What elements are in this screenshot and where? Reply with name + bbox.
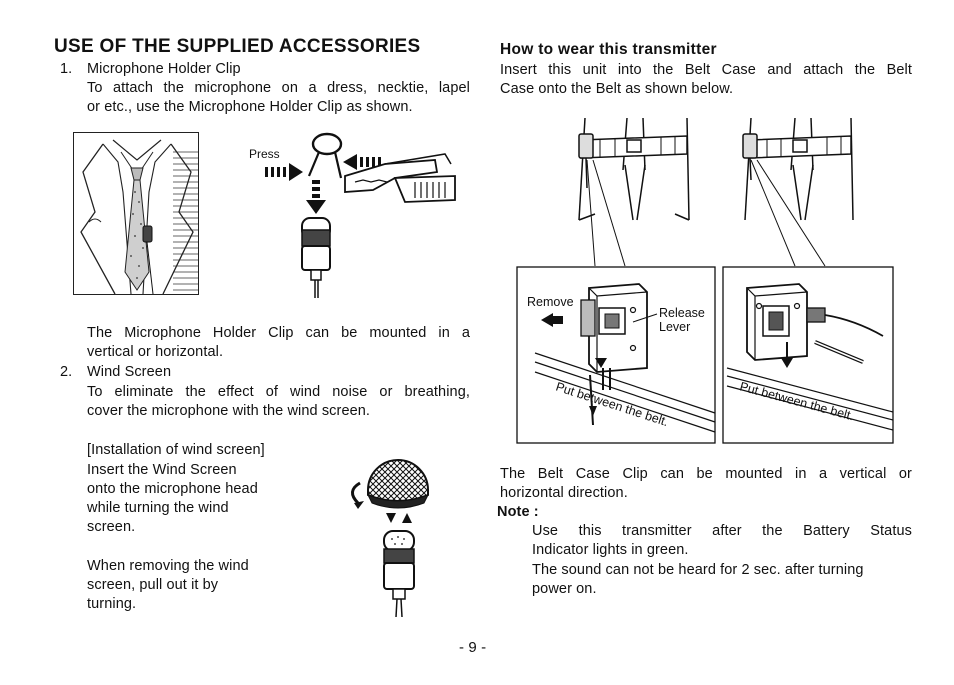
press-label: Press (249, 147, 280, 161)
wear-intro-line: Case onto the Belt as shown below. (500, 81, 734, 97)
belt-clip-line: horizontal direction. (500, 485, 628, 501)
suit-lapel-illustration (73, 132, 199, 295)
install-line: onto the microphone head (87, 481, 258, 497)
item-1-after-line: The Microphone Holder Clip can be mounte… (87, 325, 470, 341)
wear-intro-line: Insert this unit into the Belt Case and … (500, 62, 912, 78)
note-line: Use this transmitter after the Battery S… (532, 523, 912, 539)
note-line: Indicator lights in green. (532, 542, 689, 558)
wind-screen-illustration (351, 459, 430, 618)
remove-line: turning. (87, 596, 137, 612)
install-line: screen. (87, 519, 136, 535)
belt-case-diagram: Put between the belt. Remove Release Lev… (516, 117, 894, 444)
page-number: - 9 - (459, 639, 487, 656)
item-2-text-line: To eliminate the effect of wind noise or… (87, 384, 470, 400)
item-2-text-line: cover the microphone with the wind scree… (87, 403, 371, 419)
note-line: power on. (532, 581, 597, 597)
remove-line: screen, pull out it by (87, 577, 219, 593)
install-line: while turning the wind (87, 500, 229, 516)
remove-line: When removing the wind (87, 558, 249, 574)
remove-label: Remove (527, 295, 574, 309)
install-line: Insert the Wind Screen (87, 462, 237, 478)
item-1-text-line: To attach the microphone on a dress, nec… (87, 80, 470, 96)
release-lever-label-line1: Release (659, 306, 705, 320)
item-1-number: 1. (60, 61, 73, 77)
item-2-title: Wind Screen (87, 364, 172, 380)
install-heading: [Installation of wind screen] (87, 442, 265, 458)
note-line: The sound can not be heard for 2 sec. af… (532, 562, 864, 578)
microphone-holder-clip-illustration: Press (249, 132, 456, 298)
section-heading: USE OF THE SUPPLIED ACCESSORIES (54, 36, 421, 57)
item-1-after-line: vertical or horizontal. (87, 344, 224, 360)
note-label: Note : (497, 504, 539, 520)
belt-clip-line: The Belt Case Clip can be mounted in a v… (500, 466, 912, 482)
item-1-text-line: or etc., use the Microphone Holder Clip … (87, 99, 413, 115)
release-lever-label-line2: Lever (659, 320, 690, 334)
item-1-title: Microphone Holder Clip (87, 61, 241, 77)
item-2-number: 2. (60, 364, 73, 380)
wear-heading: How to wear this transmitter (500, 41, 717, 58)
